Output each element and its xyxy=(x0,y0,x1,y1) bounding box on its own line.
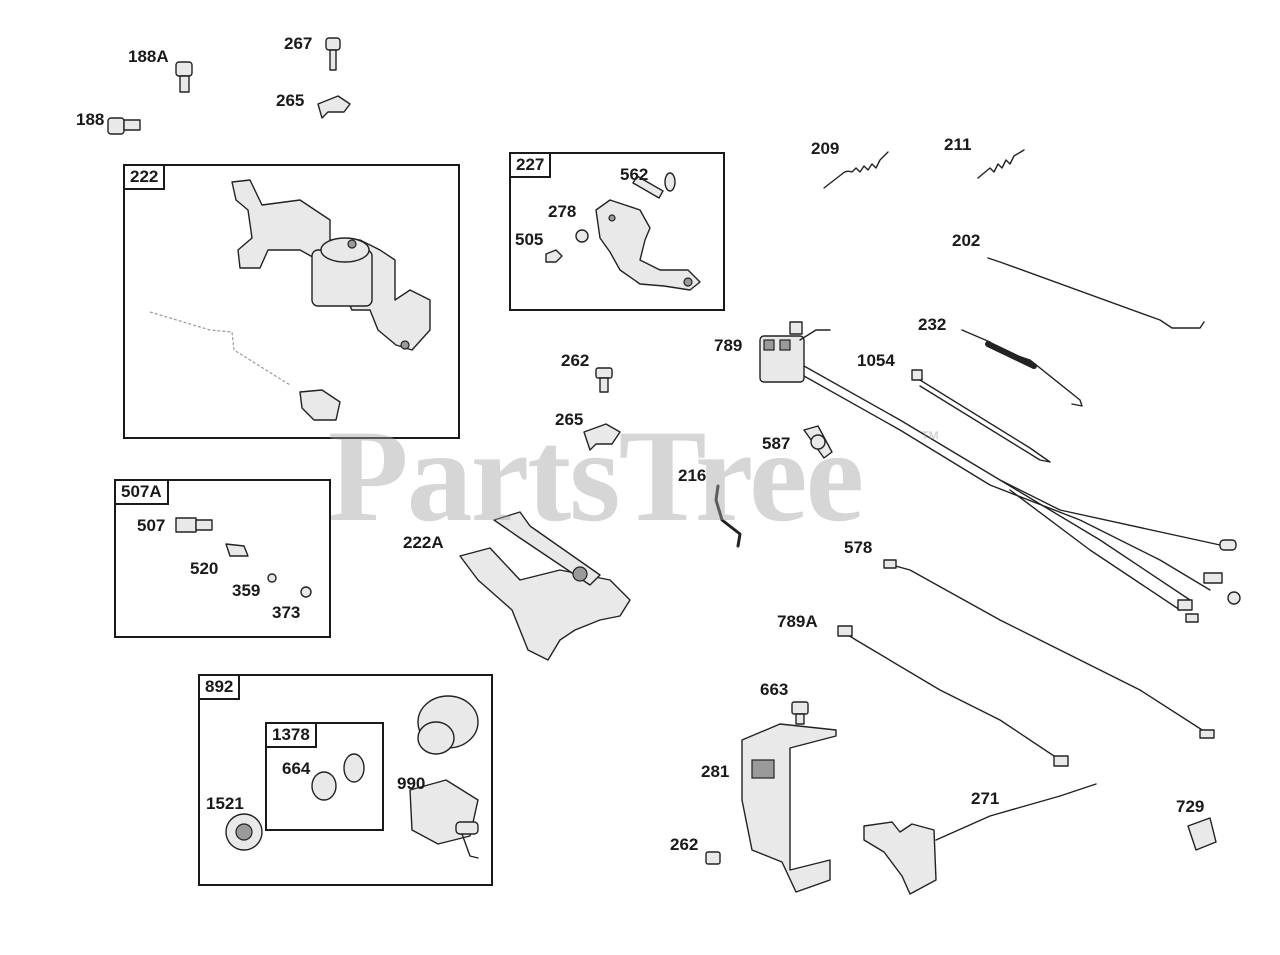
callout-209[interactable]: 209 xyxy=(811,139,840,158)
callout-265-top[interactable]: 265 xyxy=(276,91,305,110)
callout-789[interactable]: 789 xyxy=(714,336,743,355)
part-227-throttle-bracket[interactable] xyxy=(595,199,701,291)
callout-664[interactable]: 664 xyxy=(282,759,311,778)
part-222-link-rod xyxy=(149,311,291,386)
callout-222A[interactable]: 222A xyxy=(403,533,444,552)
part-262-screw-upper[interactable] xyxy=(595,367,613,393)
callout-281[interactable]: 281 xyxy=(701,762,730,781)
trademark-symbol: ™ xyxy=(920,428,940,450)
part-505-nut[interactable] xyxy=(545,249,563,263)
part-202-rod[interactable] xyxy=(987,257,1205,329)
part-265-clip[interactable] xyxy=(317,95,351,119)
part-222-governor-bracket[interactable] xyxy=(231,179,431,351)
callout-267[interactable]: 267 xyxy=(284,34,313,53)
callout-232[interactable]: 232 xyxy=(918,315,947,334)
callout-211[interactable]: 211 xyxy=(944,135,972,154)
callout-373[interactable]: 373 xyxy=(272,603,301,622)
callout-188[interactable]: 188 xyxy=(76,110,105,129)
group-box-227: 227 xyxy=(509,152,725,311)
partstree-watermark: PartsTree xyxy=(328,402,864,549)
callout-188A[interactable]: 188A xyxy=(128,47,169,66)
part-892-ignition-switch[interactable] xyxy=(417,695,479,755)
part-373-nut[interactable] xyxy=(300,586,312,598)
callout-663[interactable]: 663 xyxy=(760,680,789,699)
part-188-bolt[interactable] xyxy=(107,117,141,135)
callout-1521[interactable]: 1521 xyxy=(206,794,244,813)
part-262-screw-lower[interactable] xyxy=(705,851,721,865)
part-562-pin[interactable] xyxy=(632,172,676,199)
part-664-nut[interactable] xyxy=(311,753,365,801)
callout-505[interactable]: 505 xyxy=(515,230,544,249)
part-232-spring[interactable] xyxy=(961,329,1083,407)
group-box-1378: 1378 xyxy=(265,722,384,831)
part-789-wire-harness[interactable] xyxy=(759,321,1241,623)
part-578-cable[interactable] xyxy=(887,563,1211,736)
callout-271[interactable]: 271 xyxy=(971,789,1000,808)
callout-520[interactable]: 520 xyxy=(190,559,219,578)
group-tag-892[interactable]: 892 xyxy=(198,674,241,700)
part-359-washer[interactable] xyxy=(267,573,277,583)
callout-216[interactable]: 216 xyxy=(678,466,707,485)
part-278-washer[interactable] xyxy=(575,229,589,243)
part-587-clamp[interactable] xyxy=(803,425,833,459)
part-222-knob[interactable] xyxy=(299,389,341,421)
callout-562[interactable]: 562 xyxy=(620,165,649,184)
part-211-spring[interactable] xyxy=(977,149,1025,179)
callout-202[interactable]: 202 xyxy=(952,231,981,250)
group-box-507A: 507A xyxy=(114,479,331,638)
group-box-222: 222 xyxy=(123,164,460,439)
part-520-bracket[interactable] xyxy=(225,543,249,557)
part-265-clip-center[interactable] xyxy=(583,423,621,451)
callout-262-center[interactable]: 262 xyxy=(561,351,590,370)
callout-789A[interactable]: 789A xyxy=(777,612,818,631)
part-209-spring[interactable] xyxy=(823,151,889,189)
part-271-cable[interactable] xyxy=(863,783,1097,895)
callout-262-lower[interactable]: 262 xyxy=(670,835,699,854)
part-216-link[interactable] xyxy=(714,484,742,548)
part-1054-cable-tie[interactable] xyxy=(911,369,1051,463)
callout-265-center[interactable]: 265 xyxy=(555,410,584,429)
part-267-screw[interactable] xyxy=(325,37,341,71)
part-990-key-switch[interactable] xyxy=(409,779,479,859)
group-tag-1378[interactable]: 1378 xyxy=(265,722,317,748)
part-507-switch[interactable] xyxy=(175,517,213,533)
callout-507[interactable]: 507 xyxy=(137,516,166,535)
group-tag-507A[interactable]: 507A xyxy=(114,479,169,505)
group-box-892: 892 xyxy=(198,674,493,886)
callout-990[interactable]: 990 xyxy=(397,774,426,793)
callout-1054[interactable]: 1054 xyxy=(857,351,895,370)
part-1521-bezel[interactable] xyxy=(225,813,263,851)
group-tag-222[interactable]: 222 xyxy=(123,164,166,190)
part-188A-bolt[interactable] xyxy=(175,61,193,93)
callout-587[interactable]: 587 xyxy=(762,434,791,453)
callout-729[interactable]: 729 xyxy=(1176,797,1205,816)
callout-278[interactable]: 278 xyxy=(548,202,577,221)
part-789A-harness[interactable] xyxy=(839,629,1061,761)
part-281-bracket[interactable] xyxy=(741,723,837,893)
group-tag-227[interactable]: 227 xyxy=(509,152,552,178)
callout-359[interactable]: 359 xyxy=(232,581,261,600)
part-729-cap[interactable] xyxy=(1187,817,1217,851)
callout-578[interactable]: 578 xyxy=(844,538,873,557)
part-663-screw[interactable] xyxy=(791,701,809,725)
part-222A-control-lever[interactable] xyxy=(459,511,631,661)
